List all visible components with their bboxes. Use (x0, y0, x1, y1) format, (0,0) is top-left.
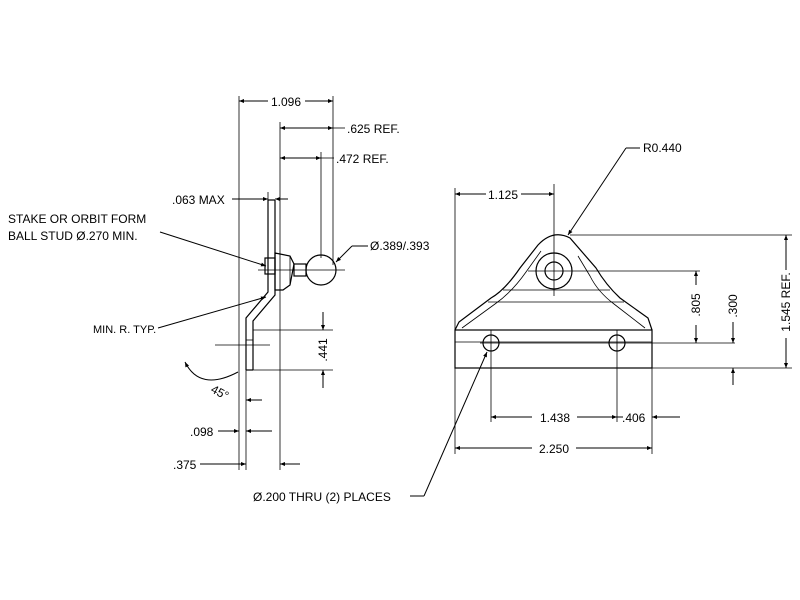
note-holes: Ø.200 THRU (2) PLACES (253, 490, 391, 504)
side-view: 1.096 .625 REF. .472 REF. .063 MAX STAKE… (8, 95, 430, 472)
note-stake-line1: STAKE OR ORBIT FORM (8, 212, 146, 226)
upright-profile (454, 234, 653, 331)
dim-ref-625: .625 REF. (347, 122, 400, 136)
dim-063: .063 MAX (172, 193, 225, 207)
dim-2250: 2.250 (539, 442, 569, 456)
dim-1125: 1.125 (488, 188, 518, 202)
dim-1545-ref: 1.545 REF. (779, 272, 793, 331)
stud-collar (274, 252, 295, 291)
dim-angle: 45° (209, 382, 232, 403)
leader-stake-note (159, 231, 267, 267)
leader-radius (567, 147, 627, 236)
dim-300: .300 (726, 294, 740, 318)
dim-375: .375 (173, 458, 197, 472)
leader-holes (423, 351, 488, 497)
angle-arc (184, 361, 239, 381)
front-view: R0.440 1.125 .805 .300 1.545 REF. 1.438 … (253, 141, 793, 504)
plate-outer-edge (252, 200, 276, 370)
dim-1438: 1.438 (540, 411, 570, 425)
dim-ref-472: .472 REF. (336, 152, 389, 166)
dim-441: .441 (316, 338, 330, 362)
dim-098: .098 (190, 425, 214, 439)
dim-overall-width: 1.096 (271, 95, 301, 109)
upright-inner-right (577, 255, 646, 329)
dim-805: .805 (689, 293, 703, 317)
note-min-r: MIN. R. TYP. (93, 324, 156, 336)
dim-ball-dia: Ø.389/.393 (370, 239, 430, 253)
leader-min-r (157, 296, 267, 329)
dim-radius: R0.440 (643, 141, 682, 155)
stud-staked-head (264, 257, 276, 275)
leader-ball-dia (335, 245, 353, 263)
dim-406: .406 (622, 411, 646, 425)
note-stake-line2: BALL STUD Ø.270 MIN. (8, 229, 138, 243)
plate-inner-edge (245, 200, 269, 370)
